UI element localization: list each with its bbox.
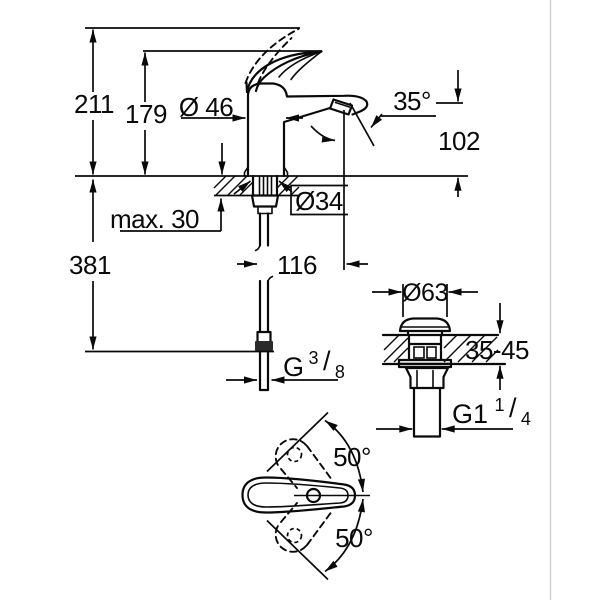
- label-hose-length: 381: [69, 250, 111, 280]
- label-spout-angle: 35°: [393, 86, 431, 116]
- drain-thread-base: G1: [452, 399, 488, 429]
- mounting-shank-and-hose: [250, 194, 280, 392]
- label-swivel-up: 50°: [333, 442, 371, 472]
- side-view-dimensions: [75, 27, 468, 384]
- supply-thread-sup: 3: [308, 348, 318, 368]
- drain-thread-slash: /: [509, 393, 517, 423]
- lever-side: [245, 50, 323, 94]
- supply-thread-sub: 8: [335, 362, 345, 382]
- label-total-height: 211: [74, 89, 114, 119]
- drain-dimensions: [372, 284, 513, 433]
- label-body-diameter: Ø 46: [179, 92, 233, 122]
- hose-nut: [255, 341, 273, 351]
- popup-waste-detail: [372, 284, 513, 438]
- label-lever-height: 179: [125, 99, 167, 129]
- countertop-section: [213, 174, 300, 197]
- swivel-dimensions: [266, 411, 365, 581]
- label-counter-thickness-range: 35-45: [465, 335, 529, 365]
- label-spout-height: 102: [438, 126, 480, 156]
- drain-thread-sup: 1: [494, 395, 504, 415]
- drain-thread-sub: 4: [521, 409, 531, 429]
- handle-top-view: [241, 411, 370, 581]
- label-swivel-down: 50°: [335, 523, 373, 553]
- faucet-side-view: [213, 28, 369, 392]
- label-supply-thread: G 3 / 8: [283, 346, 345, 382]
- label-drain-thread: G1 1 / 4: [452, 393, 531, 429]
- label-flange-diameter: Ø63: [402, 279, 448, 307]
- label-max-counter-thickness: max. 30: [110, 204, 199, 234]
- lever-raised-dashed: [244, 28, 300, 84]
- dimension-labels: 211 179 Ø 46 35° 102 max. 30 Ø34 381 116…: [69, 86, 531, 553]
- aerator: [328, 98, 354, 116]
- supply-thread-slash: /: [323, 346, 331, 376]
- supply-thread-base: G: [283, 352, 304, 382]
- label-hole-diameter: Ø34: [295, 186, 343, 216]
- label-spout-projection: 116: [277, 250, 317, 280]
